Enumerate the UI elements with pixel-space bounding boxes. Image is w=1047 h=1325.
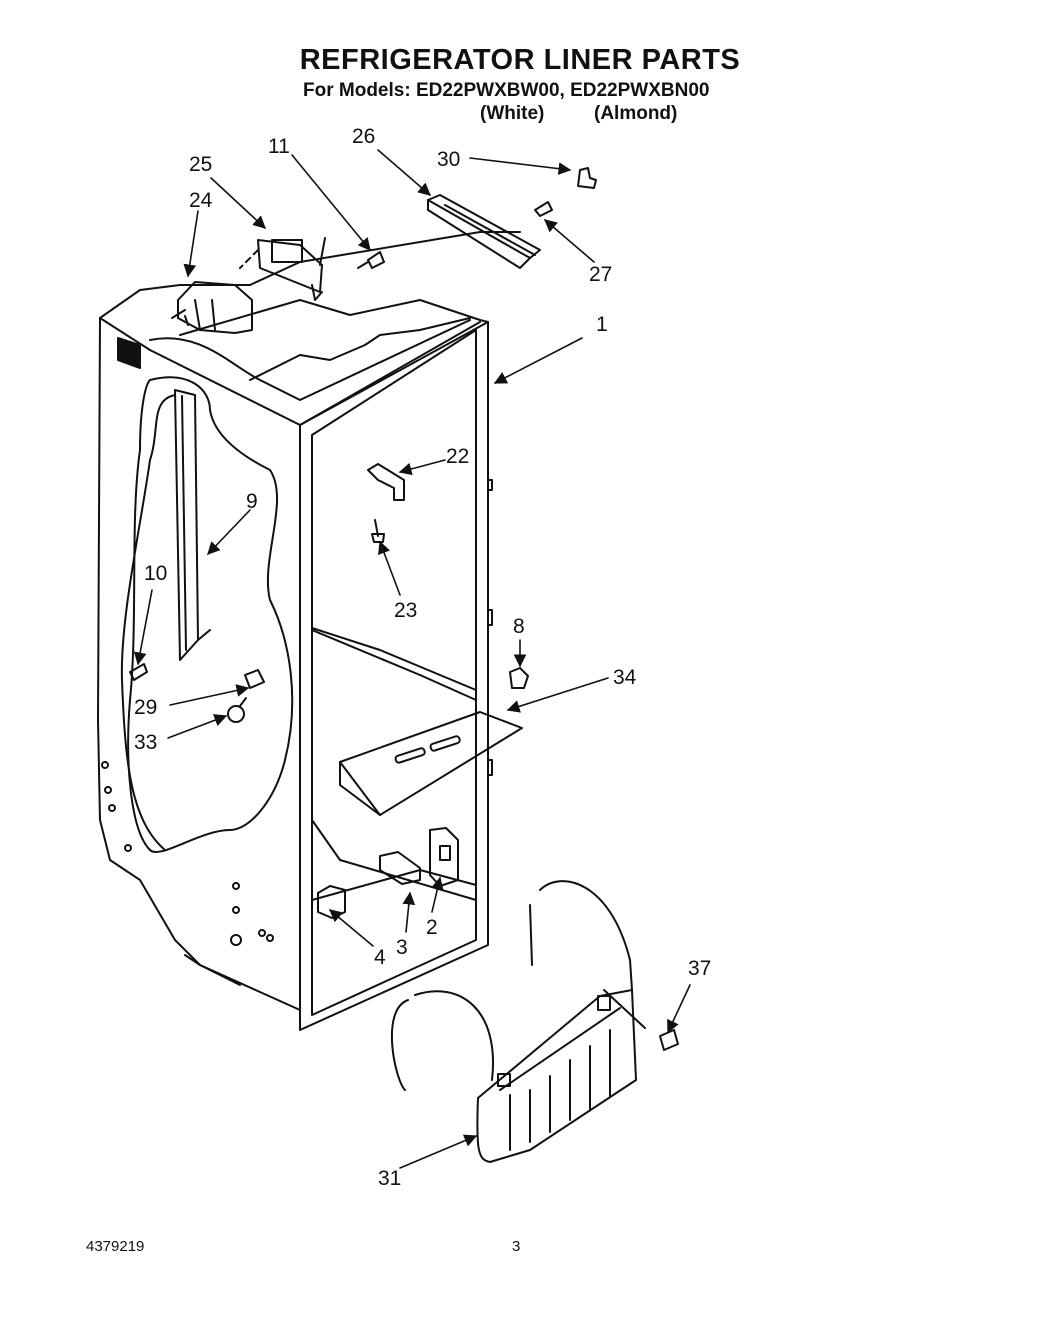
callout-2: 2 [426,916,438,939]
part-4-block [317,885,346,919]
leader-lines [133,149,691,1169]
variant-almond: (Almond) [594,103,678,124]
callout-4: 4 [374,946,386,969]
part-30-clip [577,167,597,189]
part-37-screw [659,1029,679,1051]
variant-white: (White) [480,103,545,124]
callout-10: 10 [144,562,167,585]
callout-33: 33 [134,731,157,754]
callout-30: 30 [437,148,460,171]
part-29-socket [244,669,265,689]
page-number: 3 [512,1238,521,1255]
part-2-bracket [429,827,459,887]
part-11-screw [357,251,385,269]
callout-23: 23 [394,599,417,622]
part-3-clip [379,851,421,885]
callout-34: 34 [613,666,637,689]
callout-11: 11 [268,135,290,158]
callout-29: 29 [134,696,157,719]
light-cord [120,394,176,851]
part-8-fitting [509,667,529,689]
callout-1: 1 [596,313,608,336]
callout-37: 37 [688,957,711,980]
callout-31: 31 [378,1167,401,1190]
part-25-bracket [239,237,326,301]
models-line: For Models: ED22PWXBW00, ED22PWXBN00 [303,80,710,101]
callout-9: 9 [246,490,258,513]
doc-number: 4379219 [86,1238,145,1255]
callout-24: 24 [189,189,213,212]
callout-25: 25 [189,153,212,176]
part-9-rail [174,389,211,661]
part-24-housing [171,281,253,334]
part-22-bracket [367,463,405,501]
part-34-channel [339,711,523,816]
part-31-heater [390,880,646,1163]
callout-26: 26 [352,125,375,148]
liner-body [97,231,521,1031]
part-27-screw [534,201,553,217]
part-10-screw [129,663,148,681]
callout-3: 3 [396,936,408,959]
part-26-channel [427,194,541,269]
page-title: REFRIGERATOR LINER PARTS [299,44,741,76]
callout-8: 8 [513,615,525,638]
callout-27: 27 [589,263,612,286]
part-33-bulb [227,697,247,723]
part-23-screw [371,519,385,543]
callout-22: 22 [446,445,469,468]
